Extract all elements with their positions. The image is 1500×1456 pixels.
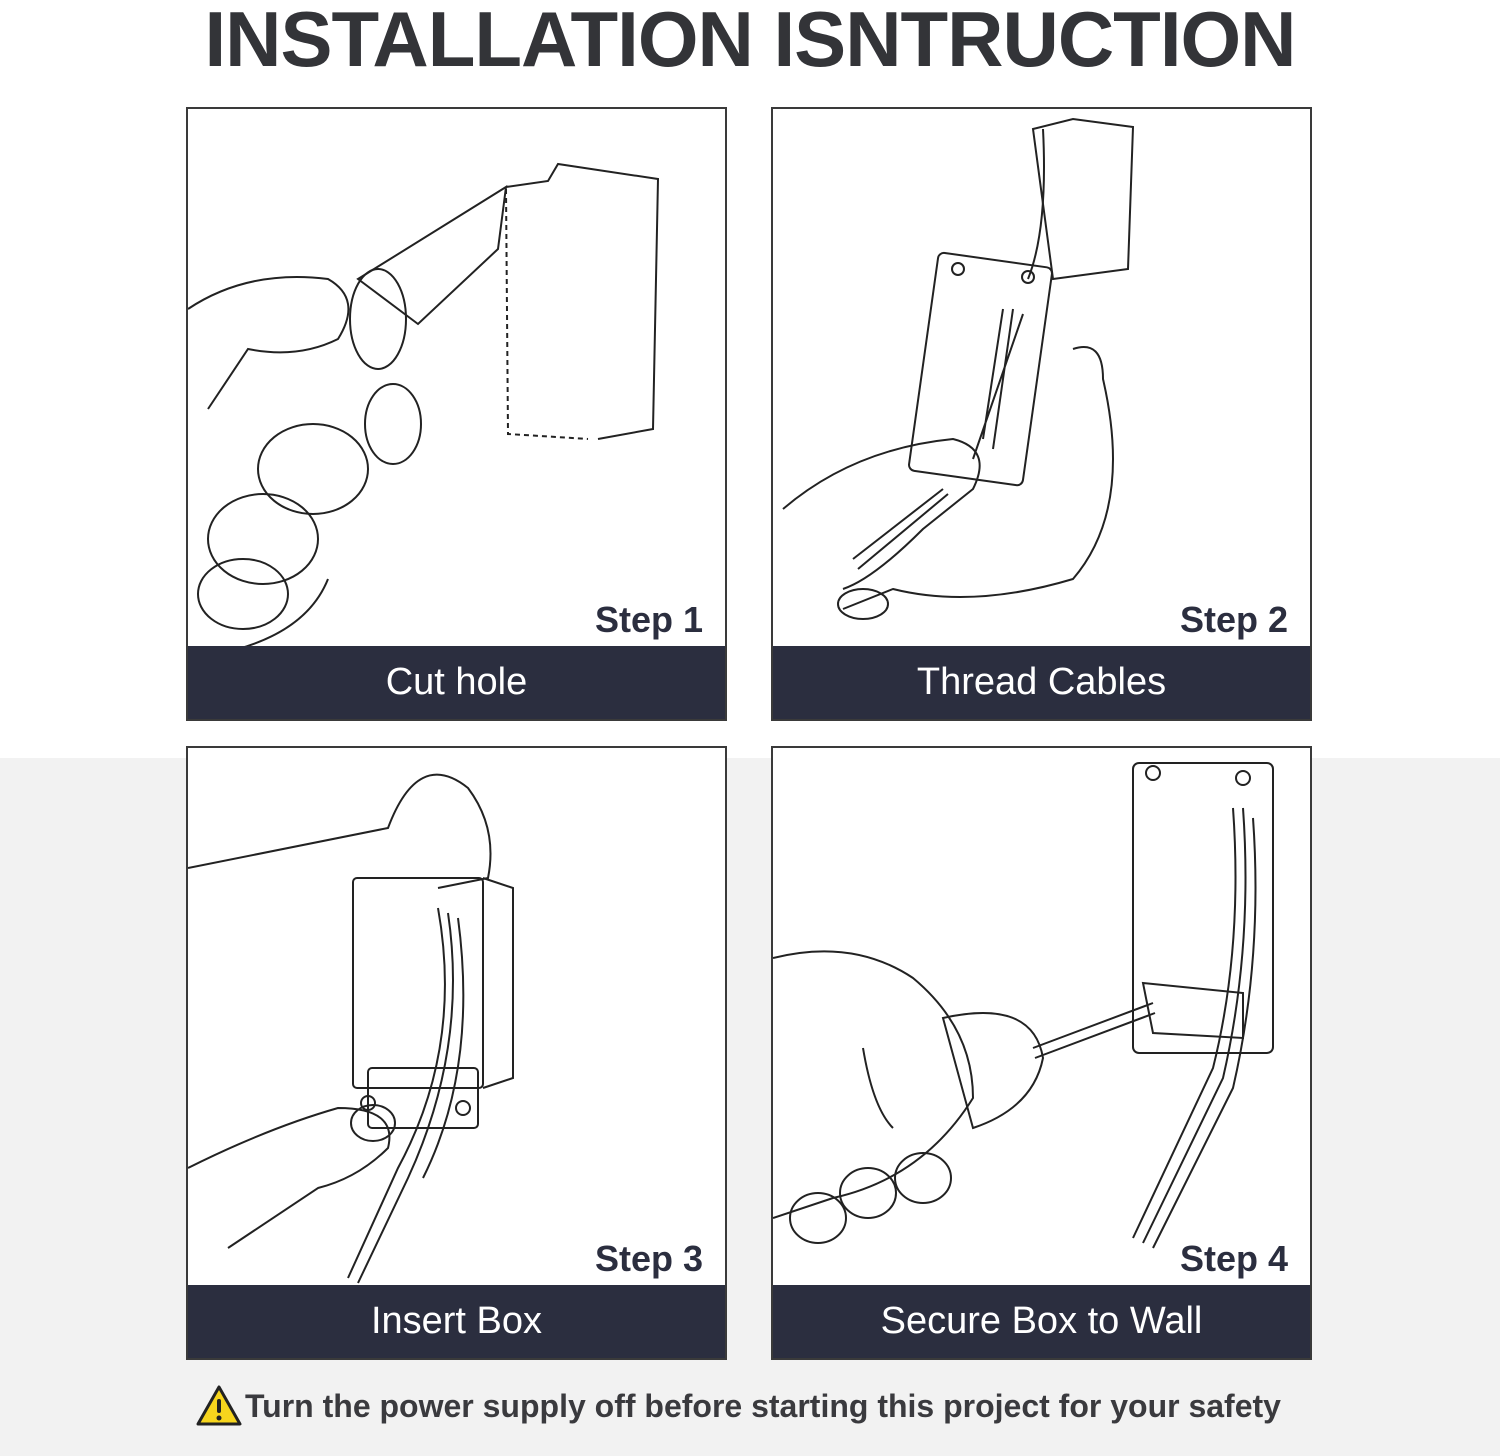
step-label: Step 4 bbox=[1179, 1238, 1288, 1279]
step-4-panel: Step 4 Secure Box to Wall bbox=[771, 746, 1312, 1360]
step-1-panel: Step 1 Cut hole bbox=[186, 107, 727, 721]
hand-saw-illustration bbox=[188, 162, 660, 649]
step-label: Step 2 bbox=[1179, 599, 1288, 640]
step-caption: Secure Box to Wall bbox=[773, 1285, 1310, 1358]
step-caption: Cut hole bbox=[188, 646, 725, 719]
thread-cables-illustration bbox=[782, 117, 1135, 620]
warning-text: Turn the power supply off before startin… bbox=[245, 1387, 1281, 1424]
secure-box-illustration bbox=[773, 762, 1274, 1249]
insert-box-illustration bbox=[188, 773, 514, 1284]
step-2-panel: Step 2 Thread Cables bbox=[771, 107, 1312, 721]
step-label: Step 3 bbox=[594, 1238, 703, 1279]
step-3-panel: Step 3 Insert Box bbox=[186, 746, 727, 1360]
step-caption: Thread Cables bbox=[773, 646, 1310, 719]
step-caption: Insert Box bbox=[188, 1285, 725, 1358]
page-title: INSTALLATION ISNTRUCTION bbox=[204, 0, 1296, 83]
step-label: Step 1 bbox=[594, 599, 703, 640]
warning-triangle-icon bbox=[196, 1385, 242, 1426]
safety-warning: Turn the power supply off before startin… bbox=[195, 1384, 1281, 1428]
